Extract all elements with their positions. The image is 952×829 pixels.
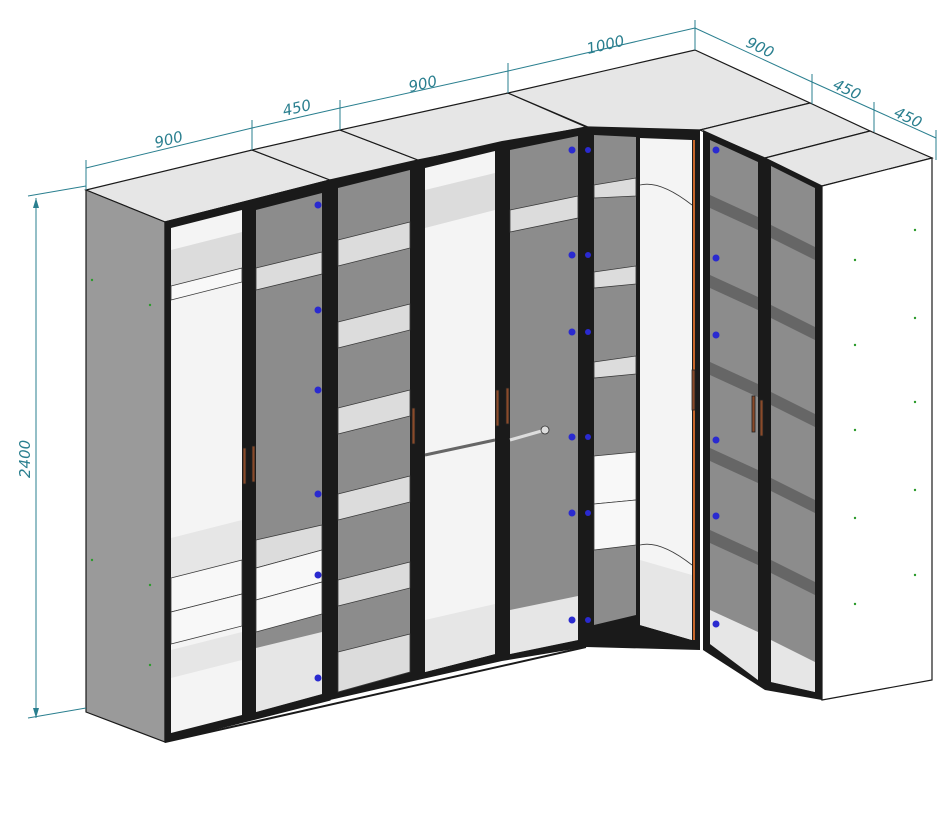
- shelves-door-5: [710, 195, 758, 680]
- section-2: [314, 160, 418, 700]
- door-handle[interactable]: [242, 447, 247, 485]
- door-handle[interactable]: [691, 369, 696, 411]
- glass-door-1[interactable]: [165, 201, 248, 742]
- shelves-door-6: [771, 225, 815, 692]
- glass-door-4[interactable]: [502, 127, 586, 661]
- left-panel-dots: [90, 278, 152, 667]
- right-panel-dots: [853, 228, 917, 606]
- section-3: [418, 127, 586, 680]
- hinges-corner: [585, 147, 591, 623]
- glass-door-2[interactable]: [248, 180, 330, 721]
- glass-door-6[interactable]: [759, 158, 822, 700]
- glass-door-5[interactable]: [703, 130, 765, 690]
- dim-front-1: 900: [153, 127, 185, 151]
- hinges-section-3: [568, 146, 576, 624]
- dim-front-2: 450: [281, 96, 313, 120]
- hinges-section-2: [314, 201, 322, 682]
- cabinet-tops: [84, 49, 934, 223]
- hinges-right-wing: [712, 146, 720, 628]
- dim-height: 2400: [16, 440, 34, 478]
- left-side-panel: [85, 189, 166, 743]
- door-handle[interactable]: [759, 399, 764, 437]
- dim-side-2: 450: [830, 75, 864, 103]
- door-handle[interactable]: [251, 445, 256, 483]
- door-handle[interactable]: [505, 387, 510, 425]
- dim-front-3: 900: [407, 72, 439, 96]
- dim-side-1: 900: [743, 33, 777, 61]
- section-1: [164, 179, 331, 743]
- glass-door-3[interactable]: [418, 141, 502, 680]
- door-handle[interactable]: [495, 389, 500, 427]
- corner-section: [585, 127, 700, 650]
- door-handle[interactable]: [411, 407, 416, 445]
- right-wing: [703, 130, 822, 700]
- dimension-lines: [27, 20, 937, 719]
- door-handle[interactable]: [751, 395, 756, 433]
- dim-front-4: 1000: [585, 32, 626, 58]
- dim-side-3: 450: [891, 103, 925, 131]
- right-end-panel: [821, 157, 933, 701]
- floor-line: [164, 646, 587, 743]
